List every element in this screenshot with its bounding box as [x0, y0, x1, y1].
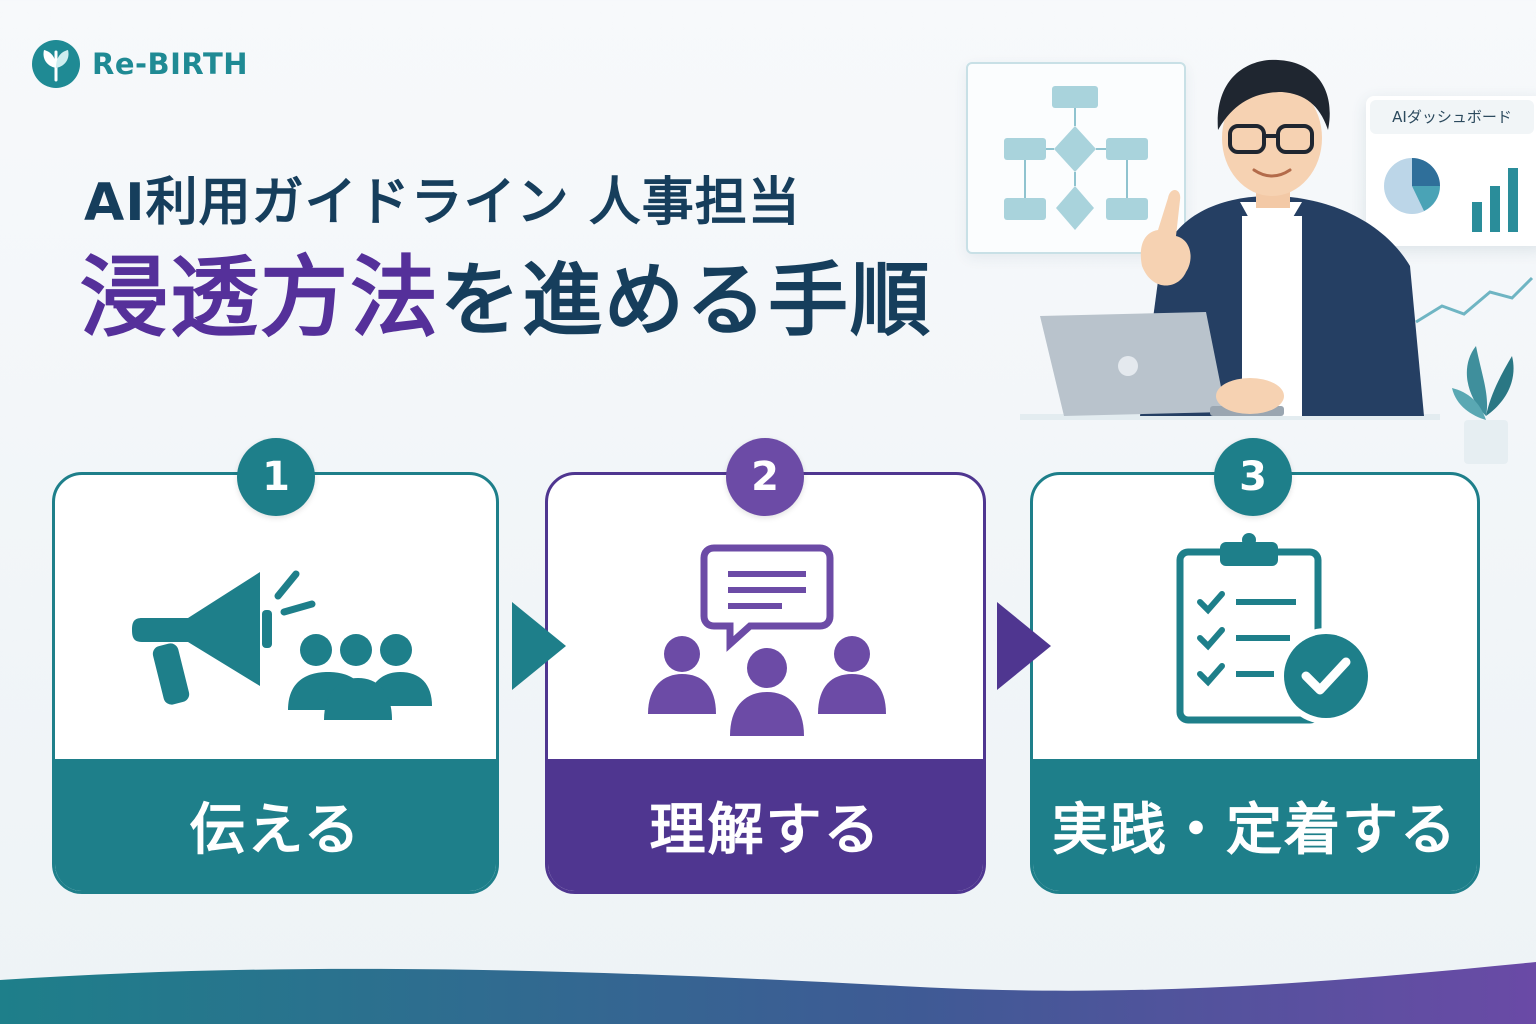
headline-accent: 浸透方法	[80, 246, 441, 349]
brand-name: Re-BIRTH	[92, 47, 249, 81]
flowchart-board	[966, 62, 1186, 254]
brand-logo[interactable]: Re-BIRTH	[30, 38, 248, 90]
line-chart-icon	[1415, 276, 1534, 324]
step-label-2: 理解する	[548, 759, 983, 891]
leaf-logo-icon	[32, 40, 80, 88]
step-number-1: 1	[237, 438, 315, 516]
arrow-right-icon	[512, 602, 566, 690]
step-label-3: 実践・定着する	[1033, 759, 1477, 891]
plant-icon	[1452, 346, 1514, 464]
headline-line2: 浸透方法を進める手順	[80, 249, 933, 347]
discussion-group-icon	[648, 544, 886, 736]
bottom-wave-decoration	[0, 962, 1536, 1024]
step-number-2: 2	[726, 438, 804, 516]
step-label-1: 伝える	[55, 759, 496, 891]
checklist-clipboard-icon	[1176, 533, 1374, 724]
dashboard-label: AIダッシュボード	[1370, 100, 1534, 134]
headline-rest: を進める手順	[440, 254, 933, 347]
step-number-3: 3	[1214, 438, 1292, 516]
headline-line1: AI利用ガイドライン 人事担当	[84, 173, 801, 233]
megaphone-group-icon	[132, 570, 432, 720]
pie-bar-chart-icon	[1384, 158, 1518, 232]
person-with-laptop-illustration	[1020, 59, 1440, 420]
flowchart-icon	[1004, 86, 1148, 230]
step-card-3[interactable]: 実践・定着する	[1030, 472, 1480, 894]
arrow-right-icon	[997, 602, 1051, 690]
